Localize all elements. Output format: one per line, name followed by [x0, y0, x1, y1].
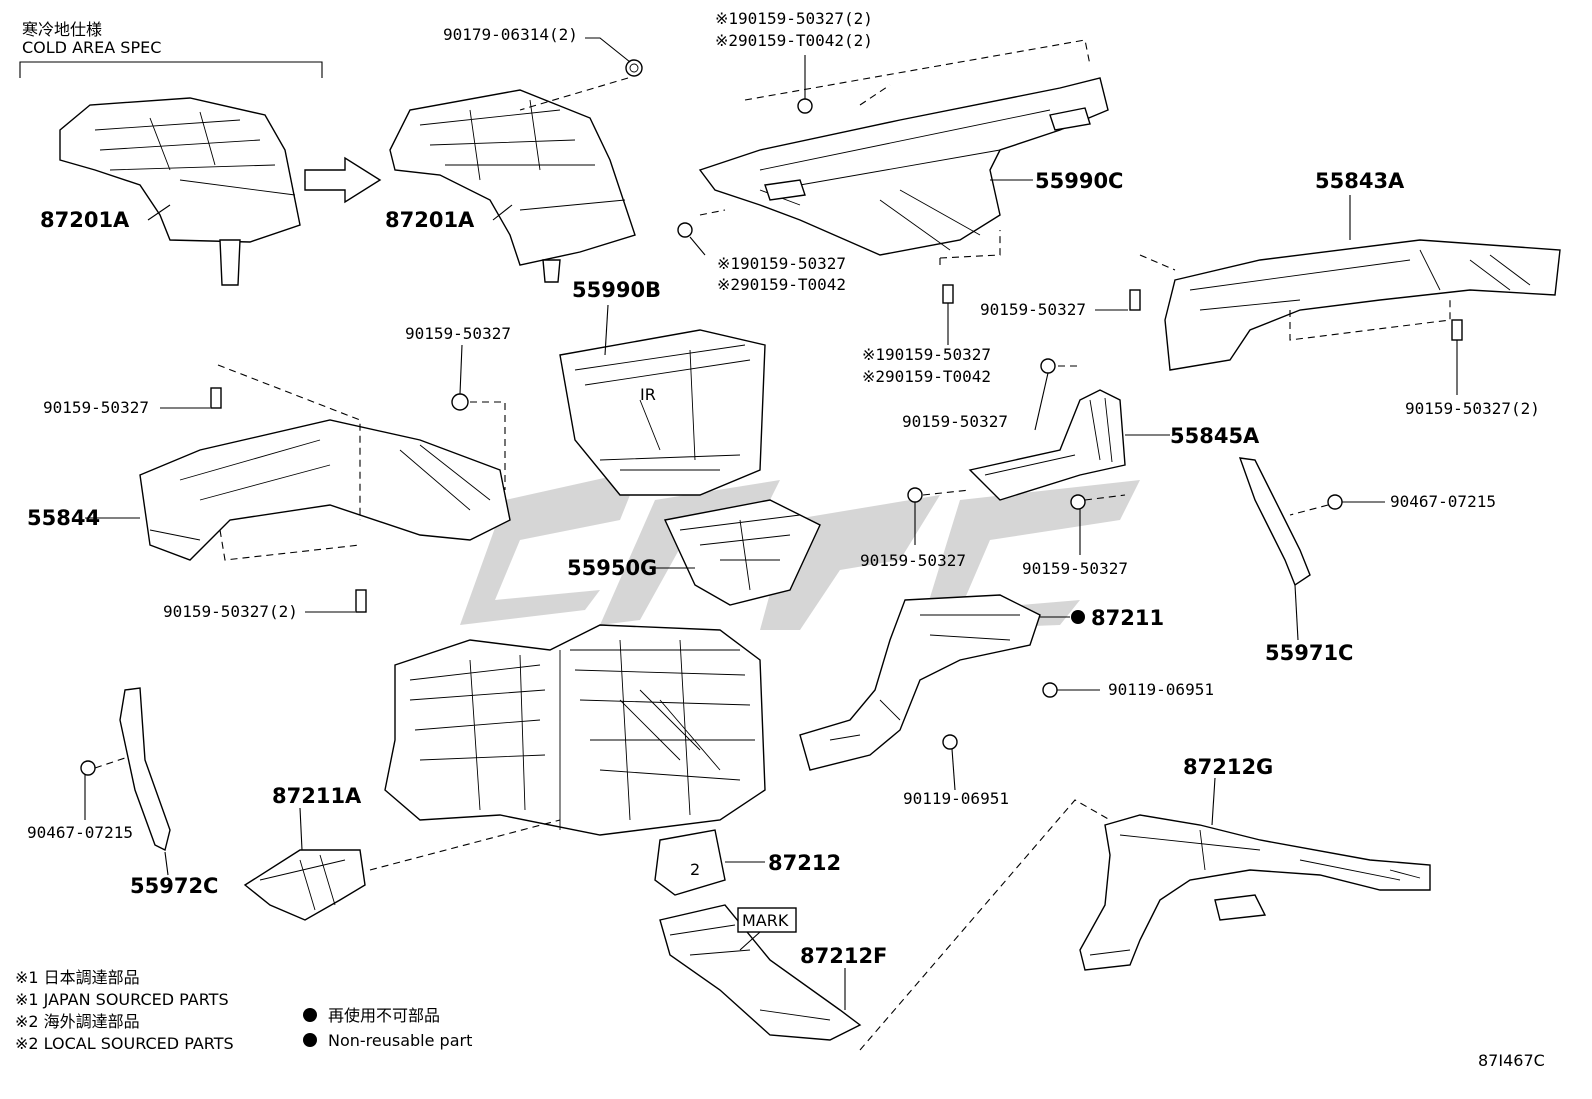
part-55971c: 55971C — [1265, 641, 1353, 665]
legend-note2-en: ※2 LOCAL SOURCED PARTS — [15, 1034, 234, 1053]
nonreusable-dot-icon — [303, 1008, 317, 1022]
part-87212: 87212 — [768, 851, 841, 875]
part-87212f: 87212F — [800, 944, 887, 968]
duct-55950g — [655, 499, 821, 606]
legend-note1-jp: ※1 日本調達部品 — [15, 968, 140, 987]
bracket-55972c — [80, 687, 171, 876]
bolt-55845-top: 90159-50327 — [902, 412, 1008, 431]
note-top-2: ※290159-T0042(2) — [715, 31, 873, 50]
bolt-55844-upper: 90159-50327 — [405, 324, 511, 343]
bolt-55844-left: 90159-50327 — [43, 398, 149, 417]
bolt-90467-left: 90467-07215 — [27, 823, 133, 842]
bolt-55843-right: 90159-50327(2) — [1405, 399, 1540, 418]
note-top-1: ※190159-50327(2) — [715, 9, 873, 28]
bolt-top-icon — [677, 55, 954, 345]
header-en: COLD AREA SPEC — [22, 38, 161, 57]
bolt-55843-left: 90159-50327 — [980, 300, 1086, 319]
duct-87211a — [243, 807, 561, 921]
bolt-90119-a: 90119-06951 — [1108, 680, 1214, 699]
module-87212: 2 — [654, 829, 765, 896]
duct-55990c — [698, 39, 1109, 270]
note-low-1: ※190159-50327 — [862, 345, 991, 364]
part-55972c: 55972C — [130, 874, 218, 898]
part-55990b: 55990B — [572, 278, 661, 302]
part-55843a: 55843A — [1315, 169, 1405, 193]
mark-label: MARK — [742, 911, 789, 930]
part-87201a-right: 87201A — [385, 208, 475, 232]
bolt-55844-icon — [160, 344, 506, 613]
part-87201a-left: 87201A — [40, 208, 130, 232]
part-55844: 55844 — [27, 506, 100, 530]
bolt-55844-bottom: 90159-50327(2) — [163, 602, 298, 621]
bracket-55971c — [1238, 457, 1385, 641]
duct-87212f — [659, 799, 1111, 1051]
bolt-55843-icon — [1095, 289, 1463, 395]
duct-55845a — [968, 358, 1170, 501]
bolt-55845-low-left: 90159-50327 — [860, 551, 966, 570]
cold-area-bracket — [19, 61, 323, 78]
note-mid-1: ※190159-50327 — [717, 254, 846, 273]
nonreusable-dot-icon — [303, 1033, 317, 1047]
duct-55990b: IR — [559, 304, 766, 496]
part-55990c: 55990C — [1035, 169, 1123, 193]
part-87211: 87211 — [1091, 606, 1164, 630]
legend-note2-jp: ※2 海外調達部品 — [15, 1012, 140, 1031]
part-55950g: 55950G — [567, 556, 657, 580]
duct-87212g — [1079, 777, 1431, 971]
duct-87201a — [389, 89, 636, 283]
part-87212g: 87212G — [1183, 755, 1273, 779]
arrow-right-icon — [304, 156, 382, 204]
duct-55844 — [85, 364, 511, 561]
part-55845a: 55845A — [1170, 424, 1260, 448]
bolt-90467-right: 90467-07215 — [1390, 492, 1496, 511]
duct-87211 — [799, 594, 1100, 791]
note-low-2: ※290159-T0042 — [862, 367, 991, 386]
header-jp: 寒冷地仕様 — [22, 20, 102, 39]
cold-area-duct-87201a — [59, 97, 301, 286]
clip-90179-icon — [519, 37, 643, 111]
legend-nonreusable-en: Non-reusable part — [328, 1031, 472, 1050]
part-87211a: 87211A — [272, 784, 362, 808]
bolt-90179-label: 90179-06314(2) — [443, 25, 578, 44]
duct-55843a — [1139, 195, 1561, 371]
svg-text:2: 2 — [690, 860, 700, 879]
note-mid-2: ※290159-T0042 — [717, 275, 846, 294]
legend-note1-en: ※1 JAPAN SOURCED PARTS — [15, 990, 229, 1009]
ac-unit-assembly — [384, 624, 766, 836]
bolt-90119-b: 90119-06951 — [903, 789, 1009, 808]
svg-text:IR: IR — [640, 385, 656, 404]
illustration-number: 87I467C — [1478, 1051, 1545, 1070]
bolt-55845-low-right: 90159-50327 — [1022, 559, 1128, 578]
legend-nonreusable-jp: 再使用不可部品 — [328, 1006, 440, 1025]
